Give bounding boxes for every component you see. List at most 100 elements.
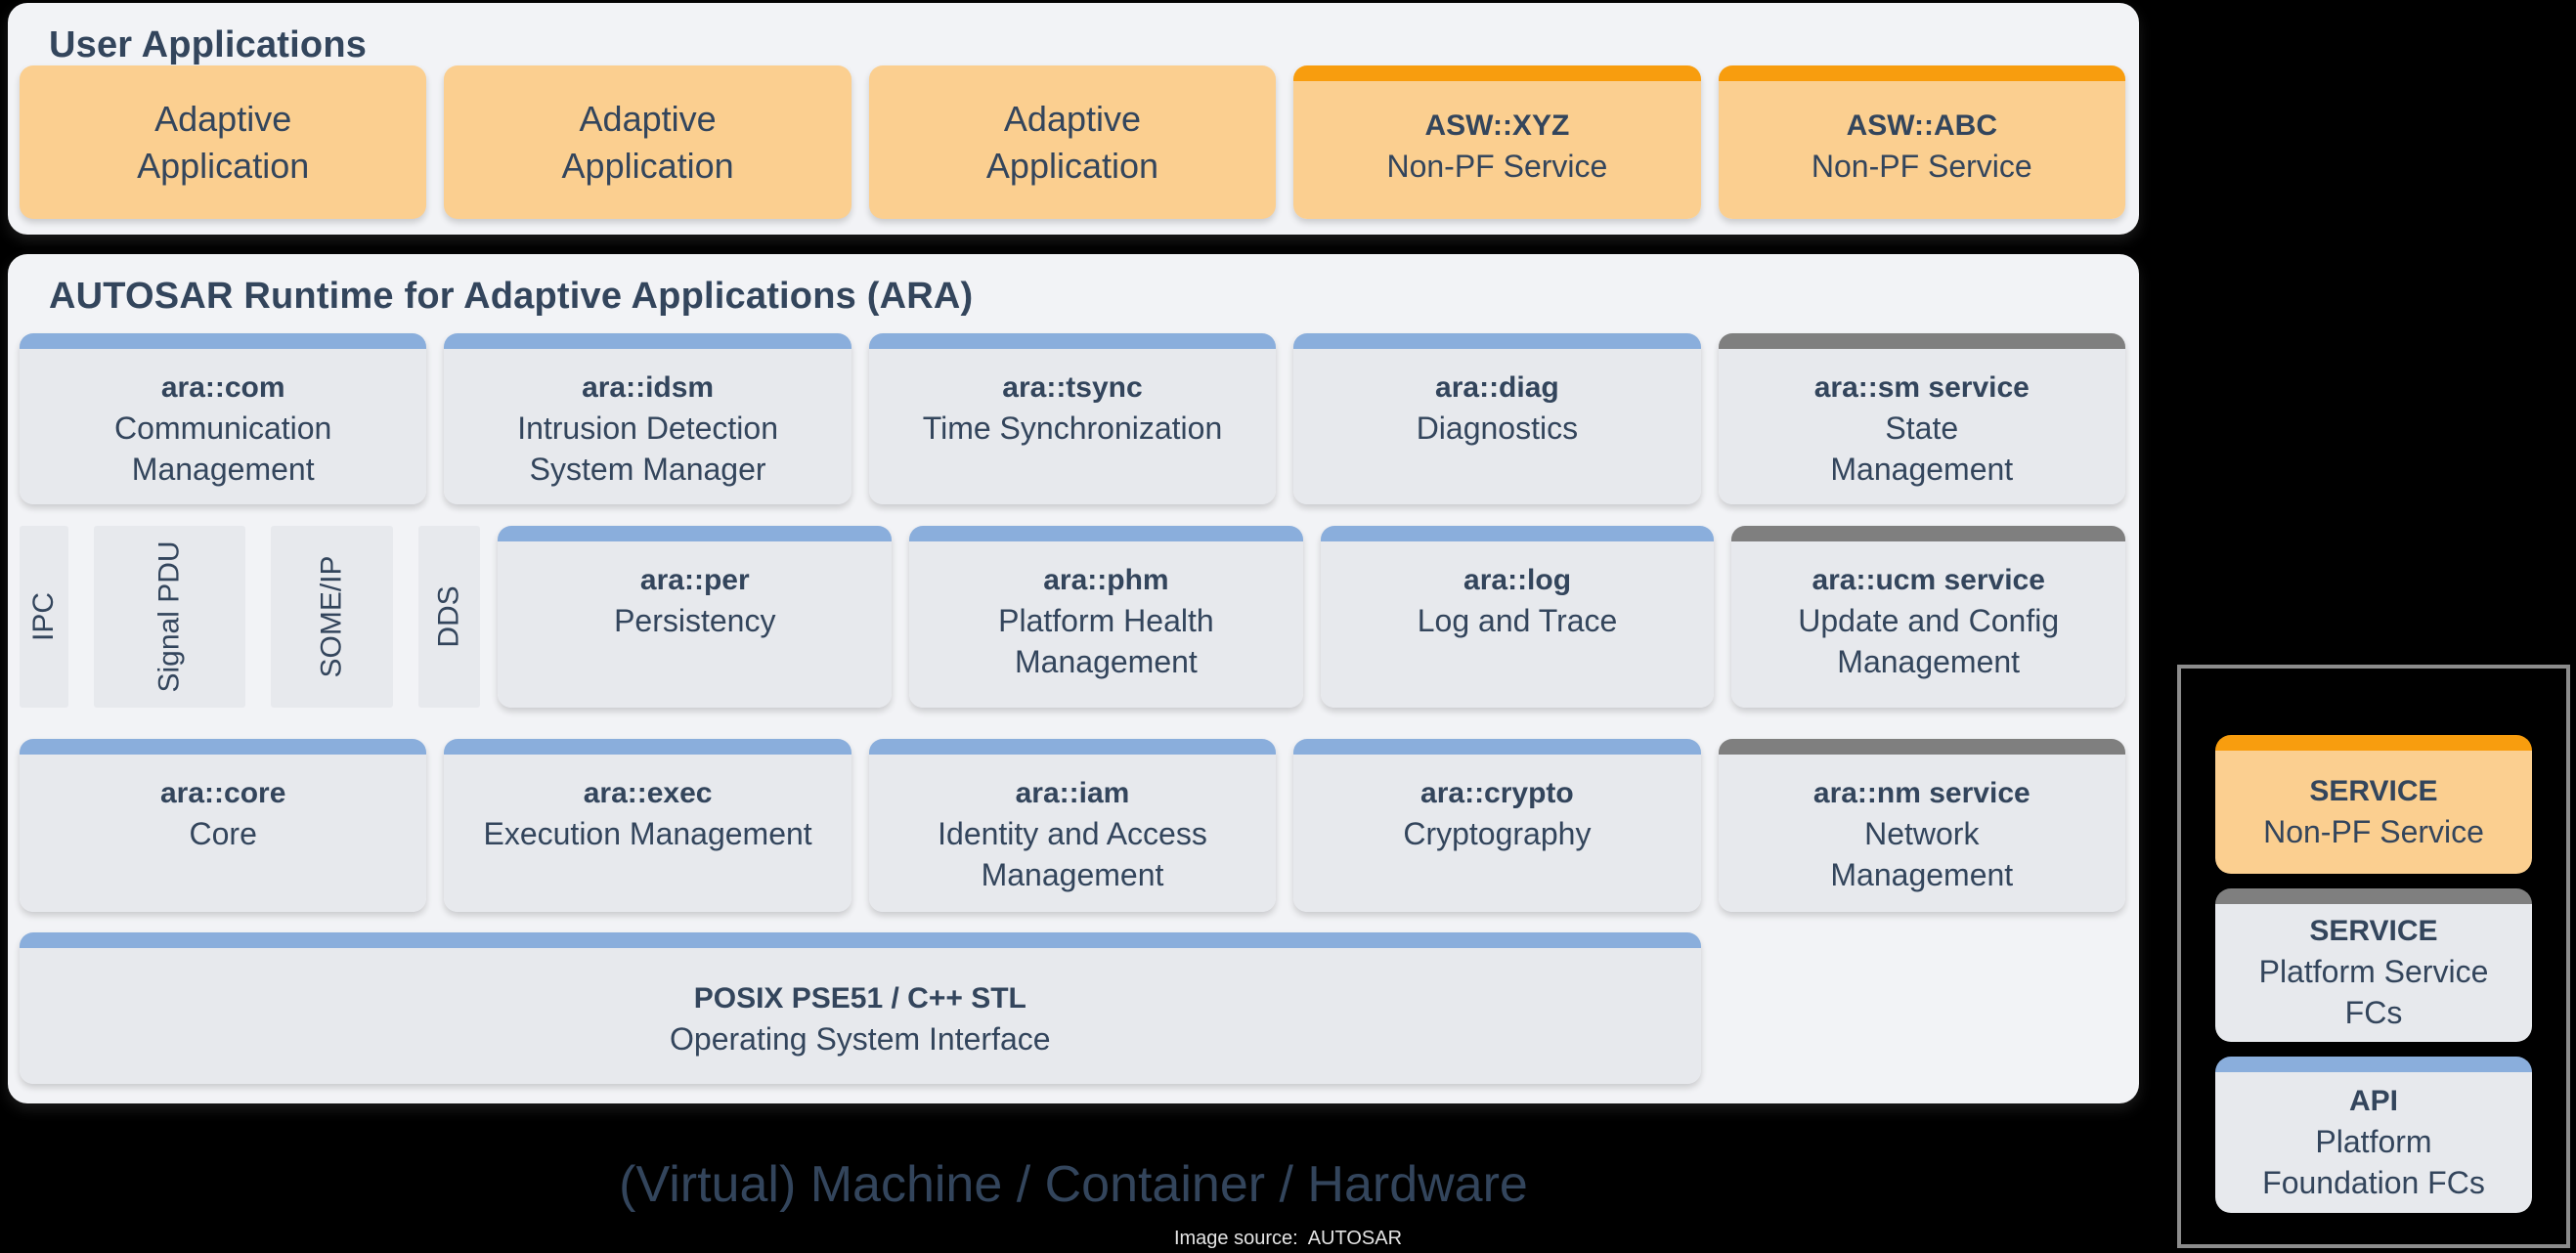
module-ara-com: ara::com Communication Management bbox=[20, 333, 427, 504]
legend-item-label: Platform Foundation FCs bbox=[2262, 1123, 2485, 1200]
adaptive-application-box: Adaptive Application bbox=[868, 65, 1277, 219]
module-name: ara::crypto bbox=[1420, 777, 1574, 809]
blue-top-bar bbox=[20, 333, 427, 349]
module-ara-ucm: ara::ucm service Update and Config Manag… bbox=[1731, 526, 2125, 708]
adaptive-application-label: Adaptive Application bbox=[985, 98, 1159, 186]
blue-top-bar bbox=[444, 739, 851, 755]
legend-platform-foundation-fcs: API Platform Foundation FCs bbox=[2215, 1057, 2532, 1213]
blue-top-bar bbox=[1320, 526, 1715, 541]
module-ara-phm: ara::phm Platform Health Management bbox=[909, 526, 1303, 708]
ara-row-2: IPC Signal PDU SOME/IP DDS ara::per Pers… bbox=[20, 526, 2125, 708]
user-applications-panel: User Applications Adaptive Application A… bbox=[8, 3, 2139, 235]
posix-label: Operating System Interface bbox=[670, 1020, 1051, 1057]
blue-top-bar bbox=[1293, 739, 1701, 755]
module-label: Execution Management bbox=[483, 815, 812, 851]
blue-top-bar bbox=[909, 526, 1303, 541]
legend-box: SERVICE Non-PF Service SERVICE Platform … bbox=[2177, 665, 2570, 1248]
module-label: State Management bbox=[1830, 410, 2014, 487]
module-label: Persistency bbox=[614, 602, 776, 638]
module-label: Log and Trace bbox=[1417, 602, 1618, 638]
module-ara-log: ara::log Log and Trace bbox=[1320, 526, 1715, 708]
asw-abc-name: ASW::ABC bbox=[1846, 109, 1997, 142]
ara-row-3: ara::core Core ara::exec Execution Manag… bbox=[20, 739, 2125, 912]
gray-top-bar bbox=[1718, 739, 2125, 755]
legend-item-name: SERVICE bbox=[2309, 915, 2438, 948]
module-ara-tsync: ara::tsync Time Synchronization bbox=[868, 333, 1277, 504]
ara-row-4: POSIX PSE51 / C++ STL Operating System I… bbox=[20, 932, 2125, 1084]
communication-protocols-group: IPC Signal PDU SOME/IP DDS bbox=[20, 526, 481, 708]
module-label: Cryptography bbox=[1403, 815, 1592, 851]
protocol-someip-label: SOME/IP bbox=[315, 555, 348, 678]
protocol-dds-label: DDS bbox=[432, 585, 465, 648]
module-label: Intrusion Detection System Manager bbox=[517, 410, 778, 487]
protocol-dds-box: DDS bbox=[418, 526, 481, 708]
hardware-layer-label: (Virtual) Machine / Container / Hardware bbox=[619, 1156, 1528, 1213]
module-name: ara::idsm bbox=[582, 371, 715, 404]
asw-abc-box: ASW::ABC Non-PF Service bbox=[1718, 65, 2125, 219]
posix-os-interface-box: POSIX PSE51 / C++ STL Operating System I… bbox=[20, 932, 1701, 1084]
asw-xyz-box: ASW::XYZ Non-PF Service bbox=[1293, 65, 1701, 219]
blue-top-bar bbox=[2215, 1057, 2532, 1072]
protocol-ipc-box: IPC bbox=[20, 526, 69, 708]
blue-top-bar bbox=[20, 932, 1701, 948]
module-label: Platform Health Management bbox=[998, 602, 1214, 679]
legend-item-label: Non-PF Service bbox=[2263, 813, 2484, 849]
module-name: ara::log bbox=[1463, 564, 1572, 596]
asw-abc-label: Non-PF Service bbox=[1811, 148, 2032, 184]
module-name: ara::tsync bbox=[1002, 371, 1143, 404]
module-label: Communication Management bbox=[114, 410, 332, 487]
orange-top-bar bbox=[1293, 65, 1701, 81]
module-name: ara::nm service bbox=[1812, 777, 2030, 809]
module-ara-nm: ara::nm service Network Management bbox=[1718, 739, 2125, 912]
user-applications-row: Adaptive Application Adaptive Applicatio… bbox=[20, 65, 2125, 219]
gray-top-bar bbox=[2215, 888, 2532, 904]
module-ara-exec: ara::exec Execution Management bbox=[444, 739, 851, 912]
ara-panel: AUTOSAR Runtime for Adaptive Application… bbox=[8, 254, 2139, 1103]
module-name: ara::ucm service bbox=[1812, 564, 2045, 596]
protocol-signal-pdu-box: Signal PDU bbox=[94, 526, 246, 708]
module-ara-diag: ara::diag Diagnostics bbox=[1293, 333, 1701, 504]
module-ara-iam: ara::iam Identity and Access Management bbox=[868, 739, 1277, 912]
blue-top-bar bbox=[1293, 333, 1701, 349]
module-name: ara::sm service bbox=[1813, 371, 2030, 404]
adaptive-application-label: Adaptive Application bbox=[137, 98, 310, 186]
protocol-signal-pdu-label: Signal PDU bbox=[153, 540, 186, 693]
gray-top-bar bbox=[1731, 526, 2125, 541]
legend-item-name: SERVICE bbox=[2309, 775, 2438, 808]
posix-name: POSIX PSE51 / C++ STL bbox=[693, 982, 1026, 1015]
module-ara-idsm: ara::idsm Intrusion Detection System Man… bbox=[444, 333, 851, 504]
blue-top-bar bbox=[868, 333, 1277, 349]
blue-top-bar bbox=[20, 739, 427, 755]
asw-xyz-name: ASW::XYZ bbox=[1424, 109, 1570, 142]
module-ara-core: ara::core Core bbox=[20, 739, 427, 912]
module-ara-per: ara::per Persistency bbox=[498, 526, 893, 708]
adaptive-application-box: Adaptive Application bbox=[444, 65, 851, 219]
legend-item-label: Platform Service FCs bbox=[2258, 954, 2489, 1031]
module-ara-crypto: ara::crypto Cryptography bbox=[1293, 739, 1701, 912]
orange-top-bar bbox=[1718, 65, 2125, 81]
legend-platform-service-fcs: SERVICE Platform Service FCs bbox=[2215, 888, 2532, 1042]
legend-item-name: API bbox=[2348, 1084, 2398, 1117]
ara-title: AUTOSAR Runtime for Adaptive Application… bbox=[49, 276, 974, 317]
ara-row-1: ara::com Communication Management ara::i… bbox=[20, 333, 2125, 504]
adaptive-application-box: Adaptive Application bbox=[20, 65, 427, 219]
module-label: Time Synchronization bbox=[922, 410, 1223, 446]
blue-top-bar bbox=[498, 526, 893, 541]
blue-top-bar bbox=[444, 333, 851, 349]
module-ara-sm: ara::sm service State Management bbox=[1718, 333, 2125, 504]
image-source-caption: Image source: AUTOSAR bbox=[1173, 1228, 1403, 1249]
module-name: ara::diag bbox=[1435, 371, 1559, 404]
blue-top-bar bbox=[868, 739, 1277, 755]
module-label: Identity and Access Management bbox=[938, 815, 1207, 892]
protocol-someip-box: SOME/IP bbox=[271, 526, 394, 708]
orange-top-bar bbox=[2215, 735, 2532, 751]
module-name: ara::phm bbox=[1043, 564, 1169, 596]
legend-non-pf-service: SERVICE Non-PF Service bbox=[2215, 735, 2532, 874]
module-label: Diagnostics bbox=[1416, 410, 1579, 446]
module-label: Core bbox=[189, 815, 257, 851]
module-name: ara::core bbox=[159, 777, 286, 809]
user-applications-title: User Applications bbox=[49, 24, 368, 65]
module-name: ara::com bbox=[160, 371, 285, 404]
module-name: ara::iam bbox=[1015, 777, 1130, 809]
